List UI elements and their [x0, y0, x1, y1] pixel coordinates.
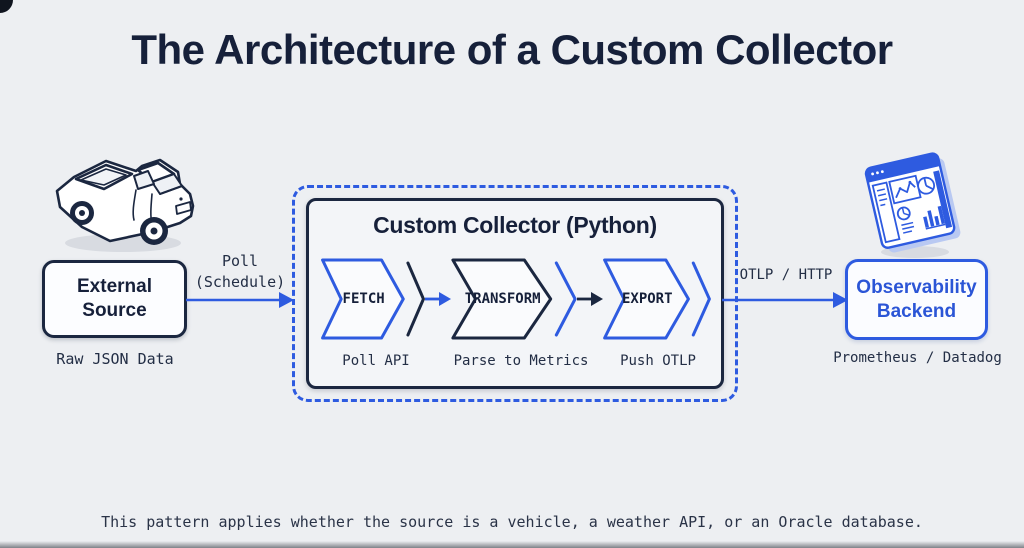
stage-chevron-transform: TRANSFORM	[451, 257, 577, 341]
external-source-label-line1: External	[77, 276, 152, 297]
otlp-arrow-label: OTLP / HTTP	[739, 267, 833, 283]
stage-sublabel-transform: Parse to Metrics	[453, 353, 589, 369]
video-corner-artifact	[0, 0, 13, 13]
stage-name: FETCH	[342, 291, 385, 307]
source-sublabel: Raw JSON Data	[56, 350, 174, 368]
stage-name: EXPORT	[621, 291, 673, 307]
collector-box: Custom Collector (Python) FETCH TRANSFOR…	[306, 198, 724, 389]
caption: This pattern applies whether the source …	[101, 513, 923, 531]
poll-arrow-label: Poll (Schedule)	[194, 252, 286, 291]
collector-title: Custom Collector (Python)	[373, 212, 657, 238]
backend-label-line1: Observability	[856, 276, 977, 298]
pickup-truck-icon	[48, 144, 198, 259]
otlp-arrow	[722, 292, 848, 308]
pipeline-row: FETCH TRANSFORM	[321, 257, 711, 341]
stage-chevron-export: EXPORT	[603, 257, 711, 341]
transform-to-export-arrow	[577, 292, 603, 306]
backend-sublabel: Prometheus / Datadog	[833, 350, 1002, 366]
stage-name: TRANSFORM	[464, 291, 541, 307]
page-title: The Architecture of a Custom Collector	[131, 26, 893, 73]
stage-sublabel-fetch: Poll API	[342, 353, 410, 369]
poll-arrow	[186, 292, 294, 308]
external-source-label-line2: Source	[82, 300, 147, 321]
external-source-box: External Source	[42, 260, 187, 338]
backend-label-line2: Backend	[876, 300, 957, 322]
collector-outer-boundary	[292, 185, 738, 402]
bottom-shade	[0, 541, 1024, 548]
stage-chevron-fetch: FETCH	[321, 257, 425, 341]
fetch-to-transform-arrow	[425, 292, 451, 306]
stage-sublabel-export: Push OTLP	[620, 353, 696, 369]
pipeline-sublabels: Poll API Parse to Metrics Push OTLP	[321, 353, 711, 373]
observability-backend-box: Observability Backend	[845, 259, 988, 340]
dashboard-icon	[863, 143, 963, 261]
